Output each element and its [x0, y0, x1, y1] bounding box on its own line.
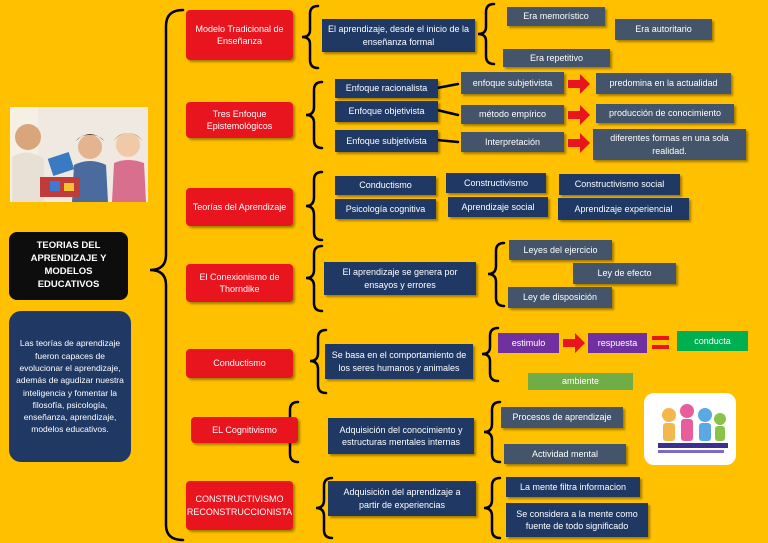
metodo-enfoque-subjetivista: enfoque subjetivista: [461, 72, 564, 94]
item-aprendizaje-experiencial: Aprendizaje experiencial: [558, 198, 689, 220]
item-aprendizaje-social: Aprendizaje social: [448, 197, 548, 217]
estimulo-box: estimulo: [498, 333, 559, 353]
result-diferentes-formas: diferentes formas en una sola realidad.: [593, 129, 746, 160]
desc-cognitivismo: Adquisición del conocimiento y estructur…: [328, 418, 474, 454]
result-predomina: predomina en la actualidad: [596, 73, 731, 94]
head-conexionismo: El Conexionismo de Thorndike: [186, 264, 293, 302]
result-produccion: producción de conocimiento: [596, 104, 734, 123]
head-tres-enfoques: Tres Enfoque Epistemológicos: [186, 102, 293, 138]
metodo-empirico: método empírico: [461, 105, 564, 124]
main-title: TEORIAS DEL APRENDIZAJE Y MODELOS EDUCAT…: [9, 232, 128, 300]
children-logo: [644, 393, 736, 465]
ambiente-box: ambiente: [528, 373, 633, 390]
main-brace: [149, 8, 185, 542]
enfoque-objetivista: Enfoque objetivista: [335, 101, 438, 122]
head-modelo-tradicional: Modelo Tradicional de Enseñanza: [186, 10, 293, 60]
desc-conexionismo: El aprendizaje se genera por ensayos y e…: [324, 262, 476, 295]
metodo-interpretacion: Interpretación: [461, 132, 564, 152]
item-era-memoristico: Era memorístico: [507, 7, 605, 26]
item-actividad-mental: Actividad mental: [504, 444, 626, 464]
enfoque-subjetivista: Enfoque subjetivista: [335, 130, 438, 152]
respuesta-box: respuesta: [588, 333, 647, 353]
head-conductismo: Conductismo: [186, 349, 293, 378]
item-era-autoritario: Era autoritario: [615, 19, 712, 40]
head-cognitivismo: EL Cognitivismo: [191, 417, 298, 443]
item-mente-filtra: La mente filtra informacion: [506, 477, 640, 497]
desc-constructivismo: Adquisición del aprendizaje a partir de …: [328, 481, 476, 516]
conducta-box: conducta: [677, 331, 748, 351]
item-ley-efecto: Ley de efecto: [573, 263, 676, 284]
head-teorias: Teorías del Aprendizaje: [186, 188, 293, 226]
logo-illustration: [658, 404, 728, 453]
item-psicologia-cognitiva: Psicología cognitiva: [335, 199, 436, 219]
children-learning-photo: [10, 107, 148, 202]
item-conductismo: Conductismo: [335, 176, 436, 195]
photo-illustration: [10, 107, 148, 202]
enfoque-racionalista: Enfoque racionalista: [335, 79, 438, 98]
item-procesos-aprendizaje: Procesos de aprendizaje: [501, 407, 623, 428]
item-leyes-ejercicio: Leyes del ejercicio: [509, 240, 612, 260]
head-constructivismo: CONSTRUCTIVISMO RECONSTRUCCIONISTA: [186, 481, 293, 530]
item-era-repetitivo: Era repetitivo: [503, 49, 610, 67]
item-mente-fuente: Se considera a la mente como fuente de t…: [506, 503, 648, 537]
description-panel: Las teorías de aprendizaje fueron capace…: [9, 311, 131, 462]
desc-modelo-tradicional: El aprendizaje, desde el inicio de la en…: [322, 19, 475, 52]
item-ley-disposicion: Ley de disposición: [508, 287, 612, 308]
item-constructivismo: Constructivismo: [446, 173, 546, 193]
desc-conductismo: Se basa en el comportamiento de los sere…: [325, 344, 473, 379]
item-constructivismo-social: Constructivismo social: [559, 174, 680, 195]
